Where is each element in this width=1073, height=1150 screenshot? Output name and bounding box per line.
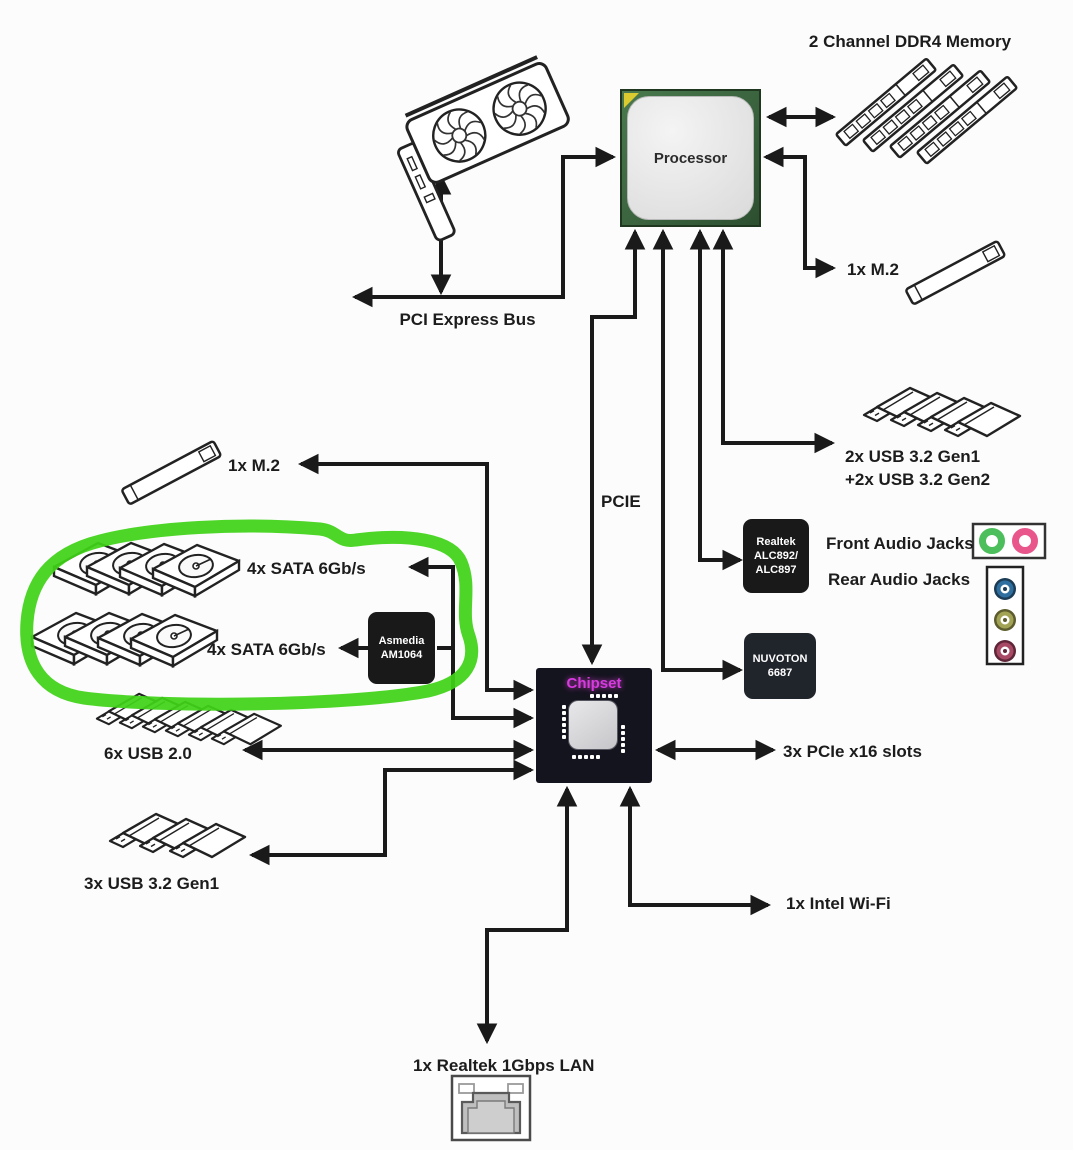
label-pci-express-bus: PCI Express Bus	[399, 310, 536, 329]
line-pci-express-bus	[351, 146, 617, 308]
chipset-node: Chipset	[536, 668, 652, 783]
line-nuvoton	[652, 228, 744, 681]
label-usb32-right-line1: 2x USB 3.2 Gen1	[845, 447, 981, 466]
sata-controller-node: Asmedia AM1064	[368, 612, 435, 684]
line-audio-codec	[689, 228, 744, 571]
rear-audio-jacks-icon	[985, 565, 1025, 666]
graphics-card-icon	[397, 55, 570, 242]
chipset-pins	[621, 725, 625, 753]
super-io-line2: 6687	[767, 667, 793, 679]
chipset-label: Chipset	[566, 675, 622, 692]
label-sata-bottom: 4x SATA 6Gb/s	[207, 640, 326, 659]
label-wifi: 1x Intel Wi-Fi	[786, 894, 891, 913]
label-usb32-right-line2: +2x USB 3.2 Gen2	[845, 470, 991, 489]
label-ddr4-memory: 2 Channel DDR4 Memory	[808, 32, 1012, 51]
audio-codec-node: Realtek ALC892/ ALC897	[743, 519, 809, 593]
line-usb32-left	[248, 759, 535, 866]
label-m2-left: 1x M.2	[228, 456, 280, 475]
chipset-pins	[572, 755, 600, 759]
processor-label: Processor	[627, 96, 754, 220]
label-pcie: PCIE	[601, 492, 641, 511]
label-usb2: 6x USB 2.0	[104, 744, 192, 763]
connector-lines	[241, 106, 837, 1045]
line-m2-top	[762, 146, 837, 279]
label-usb32-right: 2x USB 3.2 Gen1 +2x USB 3.2 Gen2	[845, 445, 990, 491]
label-sata-top: 4x SATA 6Gb/s	[247, 559, 366, 578]
line-sata-top	[407, 556, 535, 729]
line-wifi	[619, 785, 772, 916]
usb-flash-drive-icon	[108, 812, 247, 859]
processor-node: Processor	[620, 89, 761, 227]
label-usb32-left: 3x USB 3.2 Gen1	[84, 874, 220, 893]
label-lan: 1x Realtek 1Gbps LAN	[413, 1056, 595, 1075]
label-front-audio: Front Audio Jacks	[826, 534, 974, 553]
m2-ssd-icon	[120, 439, 223, 506]
sata-controller-line1: Asmedia	[378, 634, 425, 647]
hand-drawn-green-circle	[20, 519, 479, 711]
chipset-pins	[590, 694, 618, 698]
label-pcie-slots: 3x PCIe x16 slots	[783, 742, 922, 761]
line-usb32-right	[712, 228, 836, 454]
audio-codec-line2: ALC892/	[753, 549, 799, 562]
super-io-line1: NUVOTON	[752, 652, 808, 665]
super-io-node: NUVOTON 6687	[744, 633, 816, 699]
line-lan	[476, 785, 578, 1045]
usb-flash-drive-icon	[862, 386, 1022, 438]
audio-codec-line3: ALC897	[755, 564, 797, 577]
sata-controller-line2: AM1064	[380, 649, 423, 661]
ethernet-port-icon	[450, 1074, 532, 1142]
line-pcie-cpu-chipset	[581, 228, 646, 666]
label-rear-audio: Rear Audio Jacks	[828, 570, 971, 589]
chipset-pins	[562, 705, 566, 739]
label-m2-top: 1x M.2	[847, 260, 899, 279]
hard-drive-icon	[30, 611, 219, 668]
ddr4-dimm-icon	[834, 57, 1019, 166]
front-audio-jacks-icon	[971, 522, 1047, 560]
chipset-die	[569, 701, 617, 749]
audio-codec-line1: Realtek	[756, 535, 796, 548]
m2-ssd-icon	[904, 239, 1007, 306]
